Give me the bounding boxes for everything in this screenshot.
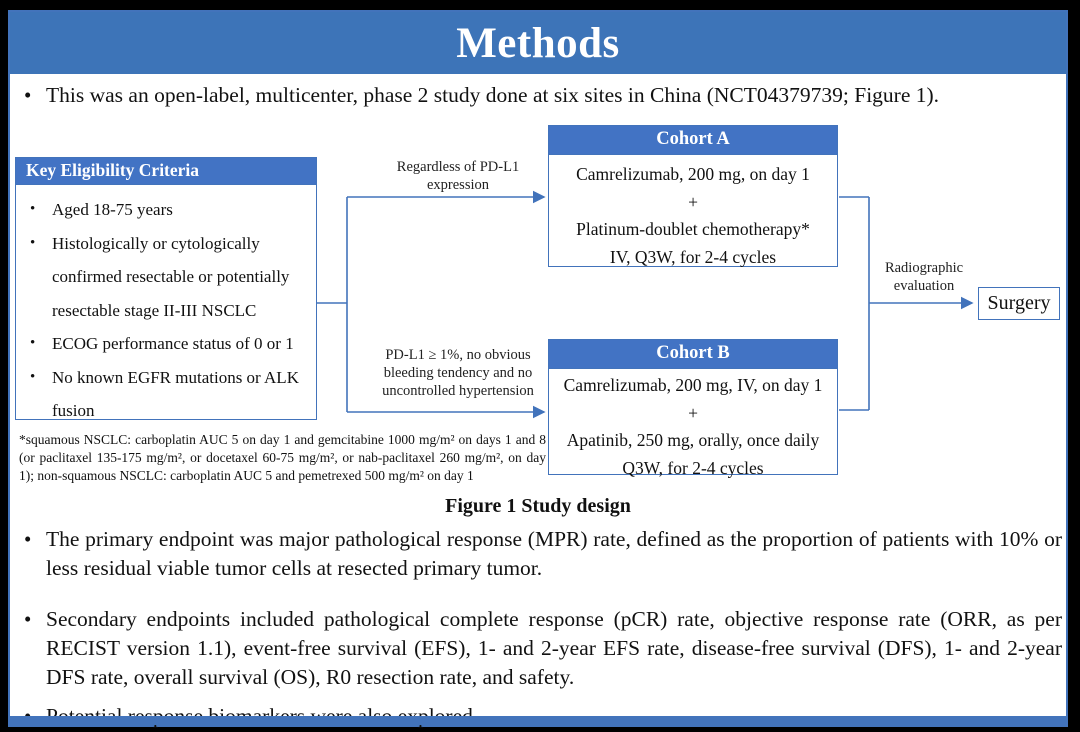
cohort-b-line: + — [688, 402, 698, 423]
bullet-text: Secondary endpoints included pathologica… — [46, 607, 1062, 689]
primary-endpoint-bullet: • The primary endpoint was major patholo… — [24, 525, 1062, 583]
list-item: Aged 18-75 years — [30, 193, 306, 227]
bullet-glyph: • — [24, 527, 32, 551]
list-item: Histologically or cytologically confirme… — [30, 227, 306, 328]
cohort-a-body: Camrelizumab, 200 mg, on day 1 + Platinu… — [549, 155, 837, 271]
cohort-b-header: Cohort B — [549, 340, 837, 369]
cohort-a-line: IV, Q3W, for 2-4 cycles — [609, 246, 777, 267]
surgery-label: Surgery — [987, 292, 1051, 314]
bullet-glyph: • — [24, 83, 32, 107]
cohort-b-box: Cohort B Camrelizumab, 200 mg, IV, on da… — [548, 339, 838, 478]
branch-label-cohort-a: Regardless of PD-L1 expression — [396, 159, 520, 193]
cohort-b-line: Apatinib, 250 mg, orally, once daily — [566, 430, 820, 450]
cohort-a-line: Camrelizumab, 200 mg, on day 1 — [576, 164, 810, 184]
title-bar: Methods — [10, 12, 1066, 74]
study-design-flow-lines — [317, 190, 974, 419]
figure-caption: Figure 1 Study design — [445, 495, 631, 517]
cohort-b-line: Camrelizumab, 200 mg, IV, on day 1 — [563, 375, 823, 395]
eligibility-header: Key Eligibility Criteria — [16, 158, 316, 185]
surgery-box: Surgery — [978, 287, 1060, 320]
list-item: ECOG performance status of 0 or 1 — [30, 327, 306, 361]
eligibility-box: Key Eligibility Criteria Aged 18-75 year… — [15, 157, 317, 420]
eligibility-list: Aged 18-75 years Histologically or cytol… — [16, 193, 316, 428]
bullet-glyph: • — [24, 607, 32, 631]
cohort-a-box: Cohort A Camrelizumab, 200 mg, on day 1 … — [548, 125, 838, 267]
intro-bullet: • This was an open-label, multicenter, p… — [24, 81, 1060, 110]
radiographic-evaluation-label: Radiographic evaluation — [884, 260, 964, 294]
bullet-text: The primary endpoint was major pathologi… — [46, 527, 1062, 580]
secondary-endpoints-bullet: • Secondary endpoints included pathologi… — [24, 605, 1062, 692]
list-item: No known EGFR mutations or ALK fusion — [30, 361, 306, 428]
bottom-accent-bar — [10, 716, 1066, 725]
intro-bullet-text: This was an open-label, multicenter, pha… — [46, 83, 940, 107]
cohort-b-body: Camrelizumab, 200 mg, IV, on day 1 + Apa… — [549, 369, 837, 482]
chemotherapy-footnote: *squamous NSCLC: carboplatin AUC 5 on da… — [19, 432, 546, 483]
slide: Methods • This was an open-label, multic… — [8, 10, 1068, 728]
cohort-a-line: + — [688, 191, 698, 212]
cohort-a-line: Platinum-doublet chemotherapy* — [576, 219, 810, 239]
cohort-b-line: Q3W, for 2-4 cycles — [622, 457, 764, 478]
branch-label-cohort-b: PD-L1 ≥ 1%, no obvious bleeding tendency… — [382, 347, 534, 399]
cohort-a-header: Cohort A — [549, 126, 837, 155]
page-title: Methods — [456, 19, 620, 67]
